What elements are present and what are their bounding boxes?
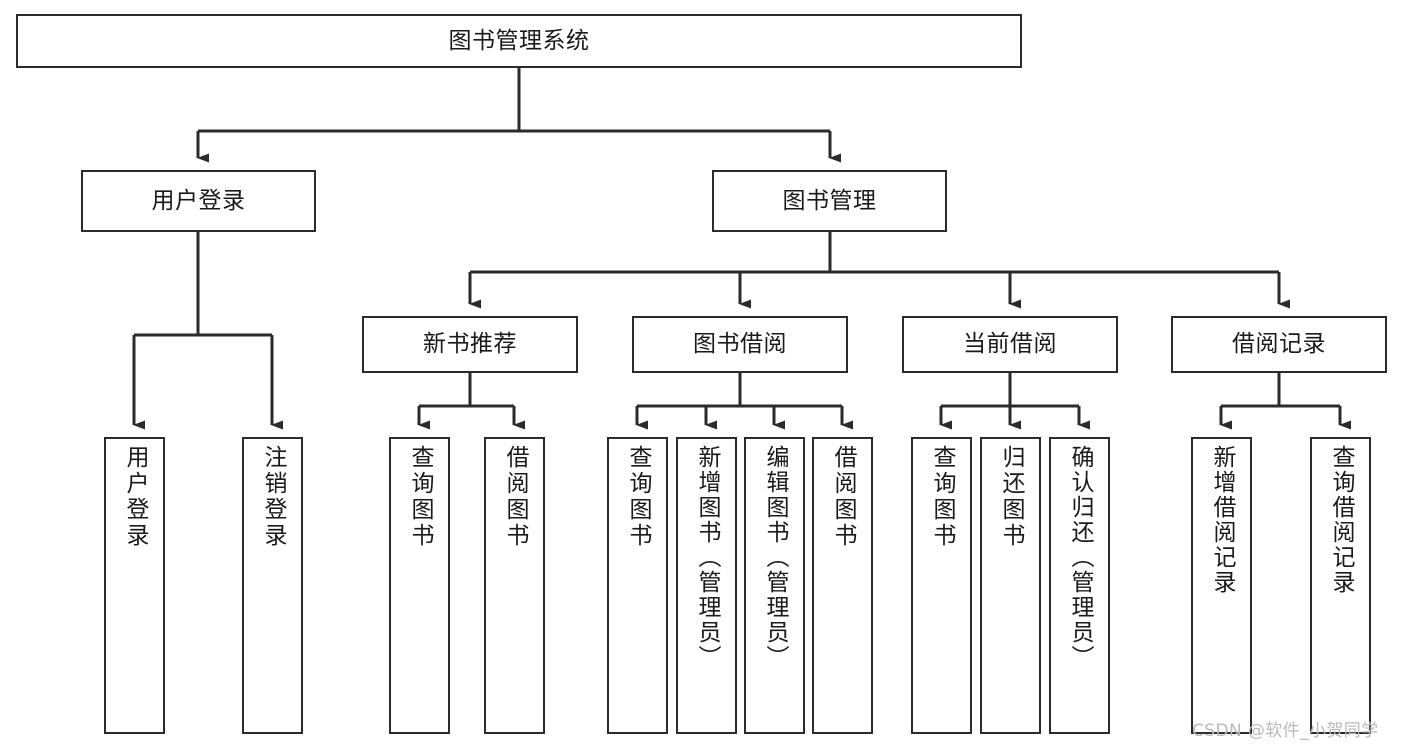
- node-book-management[interactable]: 图书管理: [712, 170, 947, 232]
- node-label: 用户登录: [122, 445, 148, 549]
- node-label: 归还图书: [998, 445, 1024, 549]
- leaf-confirm-return-admin[interactable]: 确认归还（管理员）: [1049, 437, 1110, 734]
- node-label: 查询图书: [625, 445, 651, 549]
- leaf-query-borrow-record[interactable]: 查询借阅记录: [1310, 437, 1371, 734]
- node-label: 用户登录: [151, 187, 246, 214]
- node-borrow-record[interactable]: 借阅记录: [1171, 316, 1387, 373]
- leaf-add-borrow-record[interactable]: 新增借阅记录: [1191, 437, 1252, 734]
- node-label: 借阅图书: [502, 445, 528, 549]
- leaf-new-book-borrow[interactable]: 借阅图书: [484, 437, 545, 734]
- leaf-borrow-query-book[interactable]: 查询图书: [607, 437, 668, 734]
- node-label: 图书管理: [782, 187, 877, 214]
- node-root-book-management-system[interactable]: 图书管理系统: [16, 14, 1022, 68]
- node-label: 图书借阅: [693, 331, 787, 358]
- leaf-edit-book-admin[interactable]: 编辑图书（管理员）: [744, 437, 805, 734]
- node-new-book-recommendation[interactable]: 新书推荐: [362, 316, 578, 373]
- node-label: 查询图书: [929, 445, 955, 549]
- node-label: 借阅记录: [1232, 331, 1326, 358]
- node-label: 查询借阅记录: [1328, 445, 1354, 595]
- leaf-new-book-query[interactable]: 查询图书: [389, 437, 450, 734]
- leaf-add-book-admin[interactable]: 新增图书（管理员）: [676, 437, 737, 734]
- node-label: 图书管理系统: [448, 27, 590, 54]
- leaf-user-login-action[interactable]: 用户登录: [104, 437, 165, 734]
- leaf-borrow-book[interactable]: 借阅图书: [812, 437, 873, 734]
- node-label: 新增借阅记录: [1209, 445, 1235, 595]
- node-book-borrow[interactable]: 图书借阅: [632, 316, 848, 373]
- leaf-return-book[interactable]: 归还图书: [980, 437, 1041, 734]
- leaf-current-query-book[interactable]: 查询图书: [911, 437, 972, 734]
- node-current-borrow[interactable]: 当前借阅: [902, 316, 1118, 373]
- node-label: 新书推荐: [423, 331, 517, 358]
- node-label: 当前借阅: [963, 331, 1057, 358]
- node-label: 确认归还（管理员）: [1067, 445, 1093, 670]
- node-user-login[interactable]: 用户登录: [81, 170, 316, 232]
- leaf-user-logout-action[interactable]: 注销登录: [242, 437, 303, 734]
- node-label: 编辑图书（管理员）: [762, 445, 788, 670]
- node-label: 查询图书: [407, 445, 433, 549]
- node-label: 新增图书（管理员）: [694, 445, 720, 670]
- node-label: 注销登录: [260, 445, 286, 549]
- node-label: 借阅图书: [830, 445, 856, 549]
